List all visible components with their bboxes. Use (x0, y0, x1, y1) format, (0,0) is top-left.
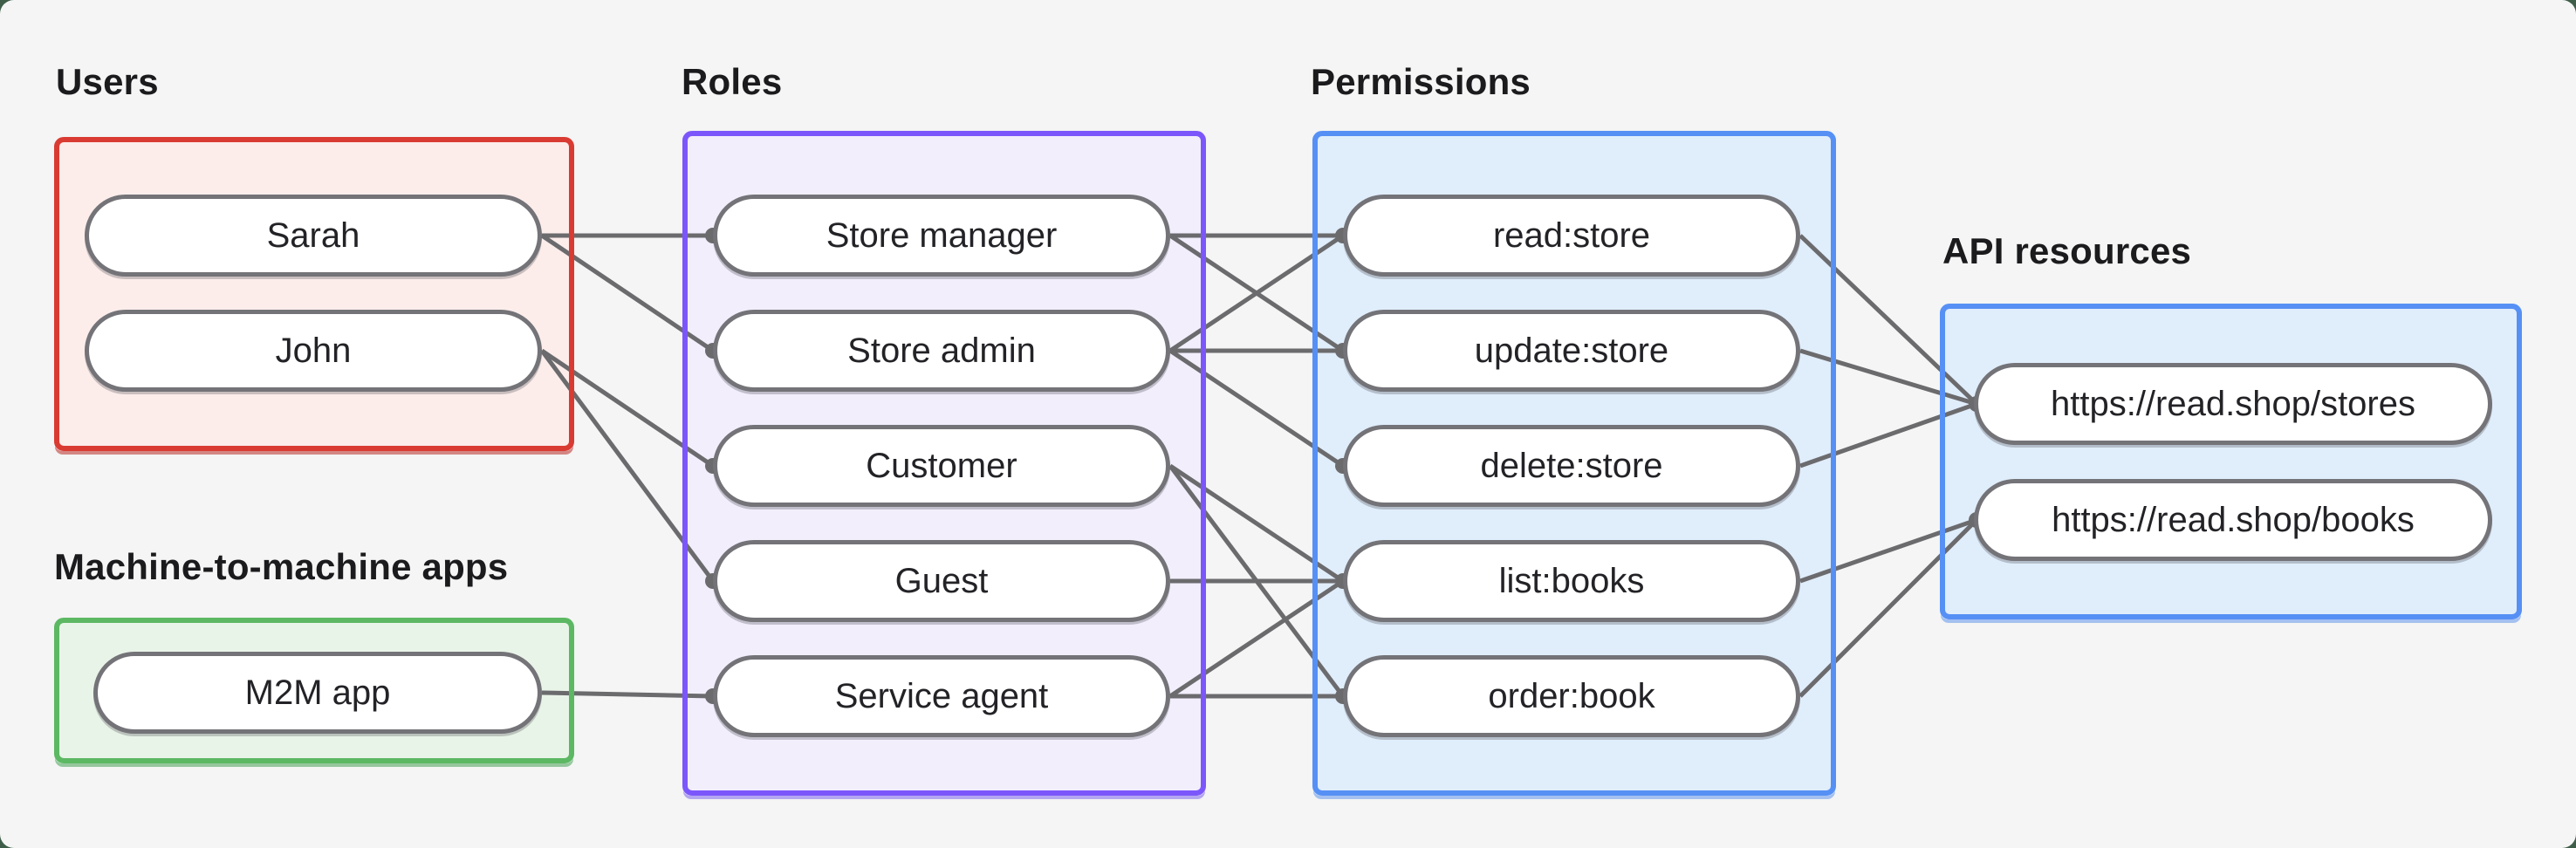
permissions-group-label: Permissions (1311, 61, 1531, 102)
m2m-apps-group-label: Machine-to-machine apps (54, 546, 509, 587)
node-sarah: Sarah (85, 195, 542, 277)
node-stores-api: https://read.shop/stores (1974, 363, 2492, 445)
roles-group-label: Roles (682, 61, 783, 102)
node-store-admin: Store admin (713, 310, 1170, 392)
node-order-book: order:book (1343, 655, 1800, 737)
users-group-label: Users (56, 61, 159, 102)
node-books-api: https://read.shop/books (1974, 479, 2492, 561)
node-service-agent: Service agent (713, 655, 1170, 737)
node-customer: Customer (713, 425, 1170, 507)
node-m2m-app: M2M app (93, 652, 542, 734)
node-delete-store: delete:store (1343, 425, 1800, 507)
users-group-box (54, 137, 574, 451)
node-john: John (85, 310, 542, 392)
node-guest: Guest (713, 540, 1170, 622)
node-update-store: update:store (1343, 310, 1800, 392)
api-resources-group-label: API resources (1942, 230, 2192, 271)
node-read-store: read:store (1343, 195, 1800, 277)
api-resources-group-box (1940, 304, 2522, 619)
node-list-books: list:books (1343, 540, 1800, 622)
node-store-manager: Store manager (713, 195, 1170, 277)
